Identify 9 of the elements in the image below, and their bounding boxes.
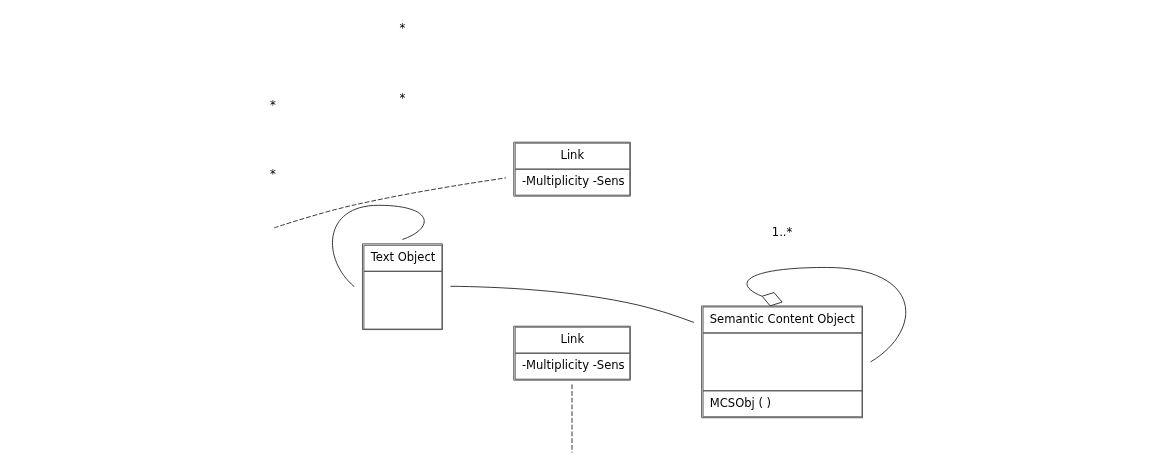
connector xyxy=(272,177,506,229)
connector xyxy=(449,285,694,323)
label: 1..* xyxy=(771,224,792,239)
connector xyxy=(746,266,906,363)
label: * xyxy=(269,97,276,112)
label: * xyxy=(269,166,276,181)
label: * xyxy=(399,90,405,105)
label: * xyxy=(399,21,405,36)
connector xyxy=(331,204,425,288)
